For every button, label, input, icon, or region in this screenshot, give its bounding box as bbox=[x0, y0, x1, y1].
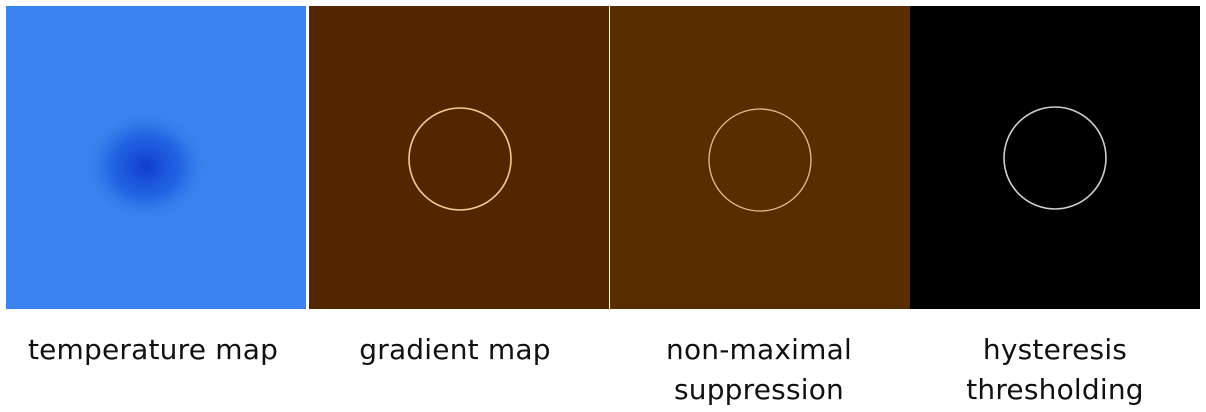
hysteresis-svg bbox=[910, 6, 1200, 309]
hysteresis-noise-field bbox=[910, 6, 1200, 309]
caption-line: suppression bbox=[673, 373, 845, 406]
caption-non-maximal-suppression: non-maximal suppression bbox=[608, 330, 910, 410]
gradient-map-image bbox=[309, 6, 609, 309]
caption-hysteresis-thresholding: hysteresis thresholding bbox=[905, 330, 1205, 410]
detected-ring-hysteresis bbox=[1003, 106, 1107, 210]
temperature-map-image bbox=[6, 6, 306, 309]
hysteresis-thresholding-image bbox=[910, 6, 1200, 309]
caption-line: temperature map bbox=[27, 333, 279, 366]
caption-line: gradient map bbox=[359, 333, 551, 366]
gradient-noise-field bbox=[309, 6, 609, 309]
temperature-map-svg bbox=[6, 6, 306, 309]
detected-ring-gradient bbox=[408, 107, 512, 211]
nms-noise-field bbox=[610, 6, 910, 309]
caption-temperature-map: temperature map bbox=[0, 330, 306, 370]
detected-ring-nms bbox=[708, 108, 812, 212]
nms-svg bbox=[610, 6, 910, 309]
non-maximal-suppression-image bbox=[610, 6, 910, 309]
caption-line: hysteresis bbox=[982, 333, 1128, 366]
cold-spot-region bbox=[88, 114, 204, 218]
caption-line: non-maximal bbox=[666, 333, 852, 366]
caption-gradient-map: gradient map bbox=[305, 330, 605, 370]
gradient-map-svg bbox=[309, 6, 609, 309]
caption-line: thresholding bbox=[966, 373, 1144, 406]
